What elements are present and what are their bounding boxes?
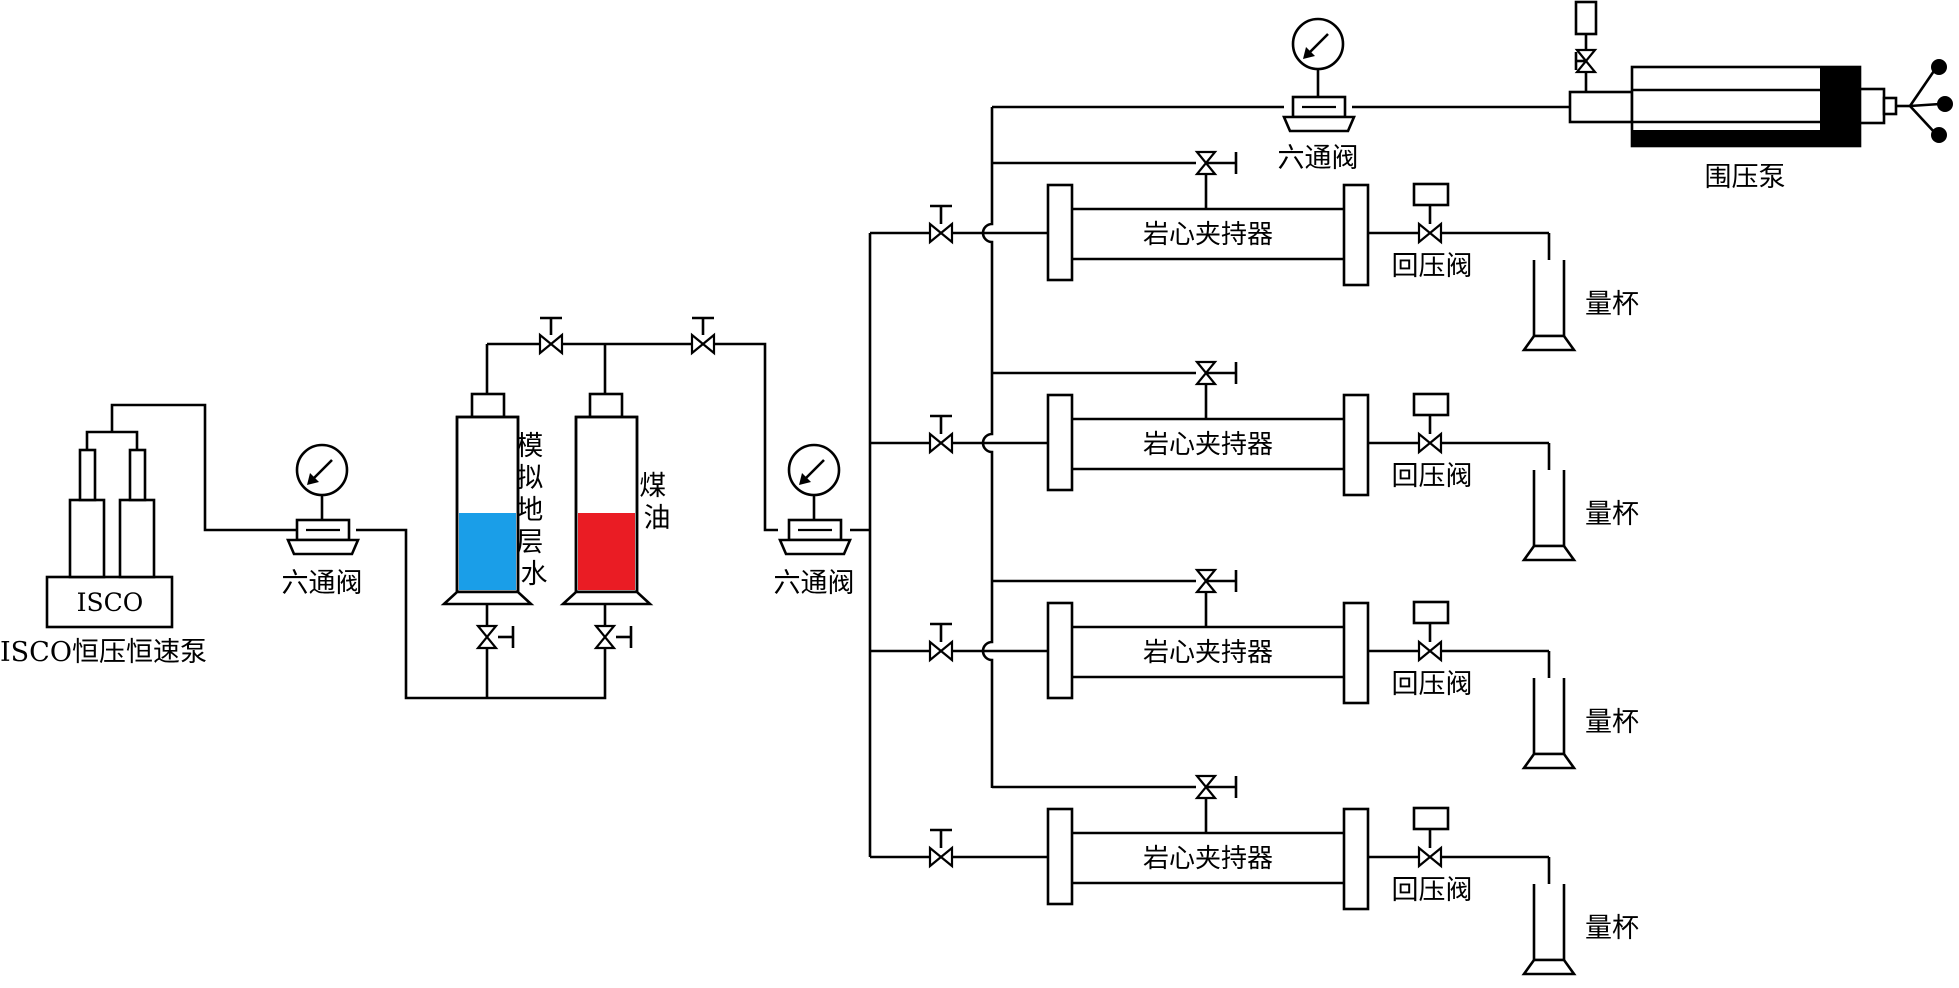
pressure-gauge-icon bbox=[295, 443, 349, 497]
back-pressure-valve-label: 回压阀 bbox=[1392, 461, 1473, 492]
isco-pump: ISCO ISCO恒压恒速泵 bbox=[0, 403, 298, 668]
isco-box-label: ISCO bbox=[77, 588, 144, 617]
back-pressure-valve-label: 回压阀 bbox=[1392, 251, 1473, 282]
six-way-valve-2-label: 六通阀 bbox=[774, 568, 855, 599]
core-holder-label: 岩心夹持器 bbox=[1143, 638, 1273, 668]
core-holder-label: 岩心夹持器 bbox=[1143, 844, 1273, 874]
six-way-valve-2: 六通阀 bbox=[774, 443, 855, 599]
six-way-valve-1: 六通阀 bbox=[282, 443, 363, 599]
isco-pump-label: ISCO恒压恒速泵 bbox=[0, 637, 207, 668]
six-way-valve-icon bbox=[778, 518, 852, 556]
formation-water-label: 模 拟 地 层 水 bbox=[516, 431, 552, 590]
measuring-cup-label: 量杯 bbox=[1585, 499, 1639, 530]
core-holder-row-4: 岩心夹持器 回压阀 量杯 bbox=[870, 776, 1639, 974]
six-way-valve-3-label: 六通阀 bbox=[1278, 143, 1359, 174]
core-holder-row-3: 岩心夹持器 回压阀 量杯 bbox=[870, 570, 1639, 768]
six-way-valve-1-label: 六通阀 bbox=[282, 568, 363, 599]
back-pressure-valve-label: 回压阀 bbox=[1392, 669, 1473, 700]
pressure-gauge-icon bbox=[787, 443, 841, 497]
six-way-valve-icon bbox=[286, 518, 360, 556]
six-way-valve-3: 六通阀 bbox=[1278, 17, 1359, 174]
measuring-cup-label: 量杯 bbox=[1585, 289, 1639, 320]
measuring-cup-label: 量杯 bbox=[1585, 707, 1639, 738]
core-holder-row-1: 岩心夹持器 回压阀 量杯 bbox=[870, 152, 1639, 350]
six-way-valve-icon bbox=[1282, 95, 1356, 133]
kerosene-fill bbox=[578, 513, 635, 590]
formation-water-container: 模 拟 地 层 水 bbox=[440, 344, 552, 650]
formation-water-fill bbox=[459, 513, 516, 590]
measuring-cup-label: 量杯 bbox=[1585, 913, 1639, 944]
confining-pump-label: 围压泵 bbox=[1705, 162, 1786, 193]
kerosene-label: 煤 油 bbox=[639, 471, 675, 534]
pressure-gauge-icon bbox=[1291, 17, 1345, 71]
back-pressure-valve-label: 回压阀 bbox=[1392, 875, 1473, 906]
core-holder-row-2: 岩心夹持器 回压阀 量杯 bbox=[870, 362, 1639, 560]
confining-pressure-pump: 围压泵 bbox=[1568, 0, 1953, 193]
core-holder-label: 岩心夹持器 bbox=[1143, 430, 1273, 460]
core-holder-label: 岩心夹持器 bbox=[1143, 220, 1273, 250]
kerosene-container: 煤 油 bbox=[559, 344, 675, 650]
